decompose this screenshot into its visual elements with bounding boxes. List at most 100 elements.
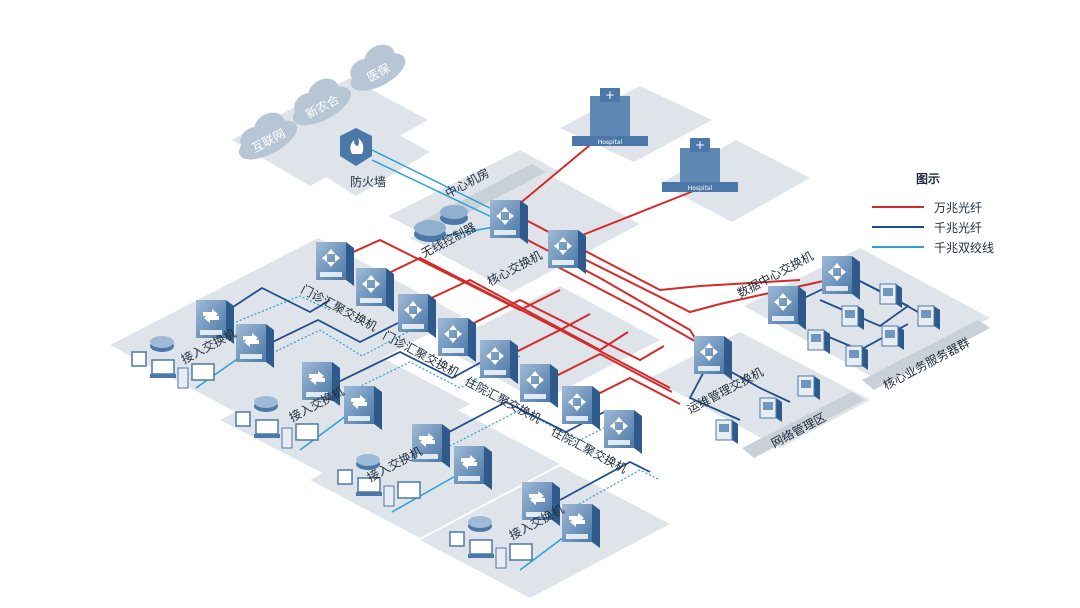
switch-side: [634, 410, 642, 454]
monitor-icon[interactable]: [191, 363, 215, 381]
switch-side: [346, 242, 354, 286]
core-switch-1[interactable]: [490, 200, 528, 244]
switch-arrows-icon: [444, 325, 462, 343]
hospital-label: Hospital: [688, 185, 713, 192]
ops-server-2[interactable]: [759, 397, 782, 422]
phone-icon[interactable]: [131, 351, 147, 367]
desktop-tower-icon[interactable]: [177, 367, 189, 389]
access-switch-2a[interactable]: [302, 362, 340, 406]
outpatient-agg-switch-2[interactable]: [356, 268, 394, 312]
phone-icon[interactable]: [337, 469, 353, 485]
server-6[interactable]: [917, 305, 940, 330]
access-switch-3a[interactable]: [412, 424, 450, 468]
server-4[interactable]: [845, 345, 868, 370]
switch-arrows-icon: [461, 455, 477, 469]
outpatient-agg-switch-1[interactable]: [316, 242, 354, 286]
access-switch-2b[interactable]: [344, 386, 382, 430]
hospital-roof: [600, 88, 620, 102]
laptop-icon[interactable]: [469, 539, 493, 555]
server-5[interactable]: [881, 325, 904, 350]
server-panel: [845, 310, 855, 318]
server-side: [824, 330, 830, 354]
switch-side: [798, 286, 806, 330]
wireless-controller[interactable]: [414, 205, 468, 242]
core-servers-platform: [744, 248, 990, 378]
switch-port-strip: [552, 260, 574, 265]
hospital-2[interactable]: + Hospital: [662, 138, 738, 192]
inpatient-agg-switch-4[interactable]: [604, 410, 642, 454]
switch-side: [578, 230, 586, 274]
legend-swatch: [872, 206, 924, 208]
switch-side: [510, 340, 518, 384]
phone-icon[interactable]: [449, 531, 465, 547]
phone-icon[interactable]: [235, 411, 251, 427]
firewall[interactable]: 防火墙: [340, 128, 386, 189]
server-1[interactable]: [807, 329, 830, 354]
hospital-base: [572, 136, 648, 146]
switch-arrows-icon: [419, 433, 435, 447]
switch-port-strip: [306, 392, 328, 397]
desktop-tower-icon[interactable]: [495, 547, 507, 569]
endpoints: [131, 336, 533, 569]
switch-port-strip: [484, 370, 506, 375]
switch-arrows-icon: [526, 371, 544, 389]
desktop-tower-icon[interactable]: [383, 485, 395, 507]
switch-side: [724, 336, 732, 380]
switch-port-strip: [526, 512, 548, 517]
cloud-medical-insurance: 医保: [350, 44, 406, 91]
hospital-cross-icon: +: [695, 138, 705, 152]
switch-port-strip: [494, 230, 516, 235]
access-switch-1b[interactable]: [236, 324, 274, 368]
monitor-icon[interactable]: [509, 543, 533, 561]
server-3[interactable]: [879, 283, 902, 308]
inpatient-agg-switch-1[interactable]: [480, 340, 518, 384]
access-switch-3b[interactable]: [454, 446, 492, 490]
legend: 图示 万兆光纤 千兆光纤 千兆双绞线: [872, 170, 1032, 257]
server-2[interactable]: [841, 305, 864, 330]
switch-arrows-icon: [243, 333, 259, 347]
server-panel: [921, 310, 931, 318]
ops-server-3[interactable]: [797, 375, 820, 400]
access-switch-1a[interactable]: [196, 300, 234, 344]
server-side: [896, 284, 902, 308]
inpatient-agg-switch-2[interactable]: [520, 364, 558, 408]
access-switch-4a[interactable]: [522, 482, 560, 526]
inpatient-agg-switch-3[interactable]: [562, 386, 600, 430]
access-point-top: [468, 516, 492, 528]
monitor-icon[interactable]: [397, 481, 421, 499]
hospital-1[interactable]: + Hospital: [572, 88, 648, 146]
server-side: [934, 306, 940, 330]
dc-switch-2[interactable]: [822, 256, 860, 300]
outpatient-agg-switch-4[interactable]: [438, 318, 476, 362]
desktop-tower-icon[interactable]: [281, 427, 293, 449]
hospital-platform-2: [660, 140, 810, 222]
dc-switch-1[interactable]: [768, 286, 806, 330]
server-side: [898, 326, 904, 350]
outpatient-agg-switch-3[interactable]: [398, 294, 436, 338]
laptop-base: [254, 434, 280, 438]
ops-switch[interactable]: [694, 336, 732, 380]
endpoint-group-1: [131, 336, 215, 389]
legend-label: 万兆光纤: [934, 200, 983, 215]
firewall-label: 防火墙: [350, 174, 386, 189]
switch-arrows-icon: [362, 275, 380, 293]
switch-port-strip: [772, 316, 794, 321]
cloud-platform: [232, 78, 428, 186]
ops-server-1[interactable]: [715, 419, 738, 444]
wireless-controller-icon: [414, 220, 446, 236]
switch-arrows-icon: [774, 293, 792, 311]
switch-port-strip: [566, 416, 588, 421]
switch-port-strip: [200, 330, 222, 335]
switch-side: [428, 294, 436, 338]
switch-arrows-icon: [828, 263, 846, 281]
monitor-icon[interactable]: [295, 423, 319, 441]
switch-side: [852, 256, 860, 300]
core-switch-2[interactable]: [548, 230, 586, 274]
switch-side: [226, 300, 234, 344]
laptop-icon[interactable]: [151, 359, 175, 375]
laptop-icon[interactable]: [255, 419, 279, 435]
switch-arrows-icon: [569, 513, 585, 527]
wireless-controller-icon: [440, 205, 468, 219]
access-switch-4b[interactable]: [562, 504, 600, 548]
switch-side: [468, 318, 476, 362]
